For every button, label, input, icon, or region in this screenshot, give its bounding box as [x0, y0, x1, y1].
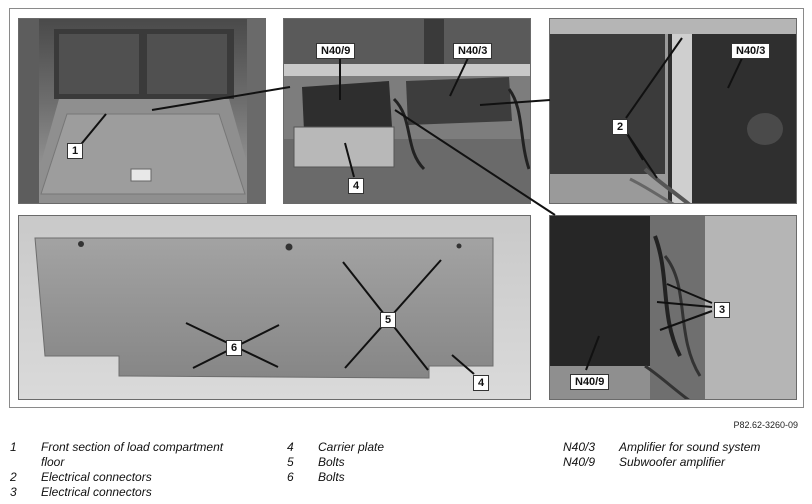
legend-item: 3 Electrical connectors	[10, 485, 152, 500]
callout-3: 3	[714, 302, 731, 318]
legend-item: 4 Carrier plate	[287, 440, 384, 455]
legend-key: N40/3	[563, 440, 596, 454]
legend-item: N40/3 Amplifier for sound system	[563, 440, 760, 455]
legend-key: 1	[10, 440, 17, 454]
callout-1: 1	[67, 143, 84, 159]
reference-code: P82.62-3260-09	[733, 420, 798, 430]
legend-key: 3	[10, 485, 17, 499]
photo-carrier-plate	[18, 215, 531, 400]
legend-text: Electrical connectors	[41, 485, 152, 499]
legend-text: Bolts	[318, 455, 345, 469]
legend-item: 1 Front section of load compartment floo…	[10, 440, 241, 470]
legend-text: Front section of load compartment floor	[41, 440, 224, 469]
callout-n40-3-top: N40/3	[453, 43, 493, 59]
legend-item: N40/9 Subwoofer amplifier	[563, 455, 725, 470]
legend-item: 6 Bolts	[287, 470, 345, 485]
callout-n40-3-right: N40/3	[731, 43, 771, 59]
callout-6: 6	[226, 340, 243, 356]
callout-2: 2	[612, 119, 629, 135]
legend-item: 2 Electrical connectors	[10, 470, 152, 485]
legend-key: 6	[287, 470, 294, 484]
callout-5: 5	[380, 312, 397, 328]
callout-4-bottom: 4	[473, 375, 490, 391]
callout-n40-9-bottom: N40/9	[570, 374, 610, 390]
legend-text: Subwoofer amplifier	[619, 455, 726, 469]
callout-4-top: 4	[348, 178, 365, 194]
legend-text: Carrier plate	[318, 440, 385, 454]
legend-text: Electrical connectors	[41, 470, 152, 484]
legend-key: 4	[287, 440, 294, 454]
legend-key: 5	[287, 455, 294, 469]
legend-key: N40/9	[563, 455, 596, 469]
legend-key: 2	[10, 470, 17, 484]
legend-item: 5 Bolts	[287, 455, 345, 470]
photo-connectors-bottom	[549, 215, 797, 400]
legend-text: Amplifier for sound system	[619, 440, 761, 454]
photo-load-compartment	[18, 18, 266, 204]
legend-text: Bolts	[318, 470, 345, 484]
callout-n40-9-top: N40/9	[316, 43, 356, 59]
